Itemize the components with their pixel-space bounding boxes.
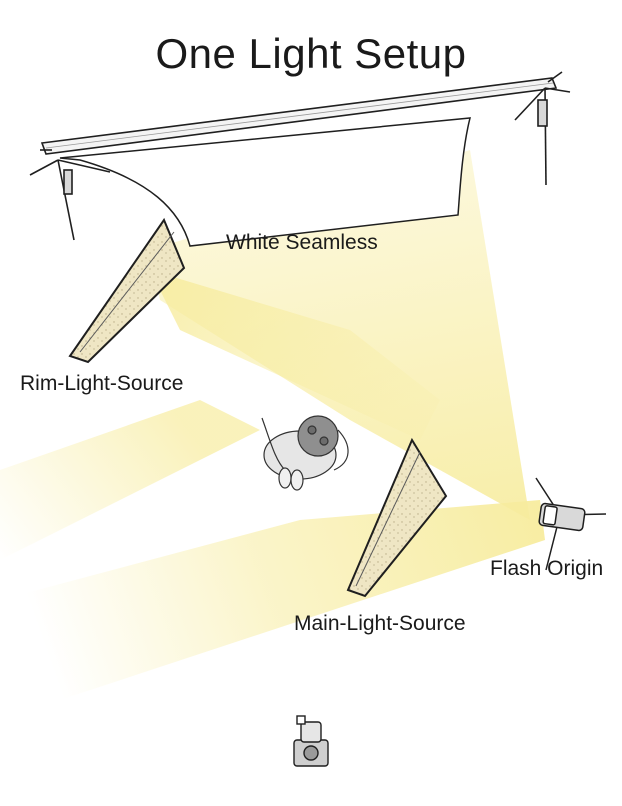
beam-main-fill [0,500,545,700]
rim-light-source-label: Rim-Light-Source [20,372,184,395]
flash-origin-label: Flash Origin [490,557,604,580]
diagram-title: One Light Setup [155,30,467,77]
seamless-paper [59,117,471,247]
reflector-panel-icon [68,217,186,364]
rim-reflector-edge [79,231,175,353]
camera-icon [293,715,329,767]
left-stand [29,149,111,241]
backdrop-stand-icon [29,71,571,247]
beam-left-spill [0,400,260,560]
main-reflector-edge [355,451,421,587]
white-seamless-label: White Seamless [226,231,378,254]
reflector-panel-icon [346,437,448,598]
roll-highlight [45,82,554,149]
flash-head-icon [535,477,607,571]
main-reflector [346,437,448,598]
beam-rim-reflection [150,270,440,440]
light-beams [0,150,545,700]
right-stand [514,71,571,186]
main-light-source-label: Main-Light-Source [294,612,466,635]
person-top-view-icon [261,415,349,491]
